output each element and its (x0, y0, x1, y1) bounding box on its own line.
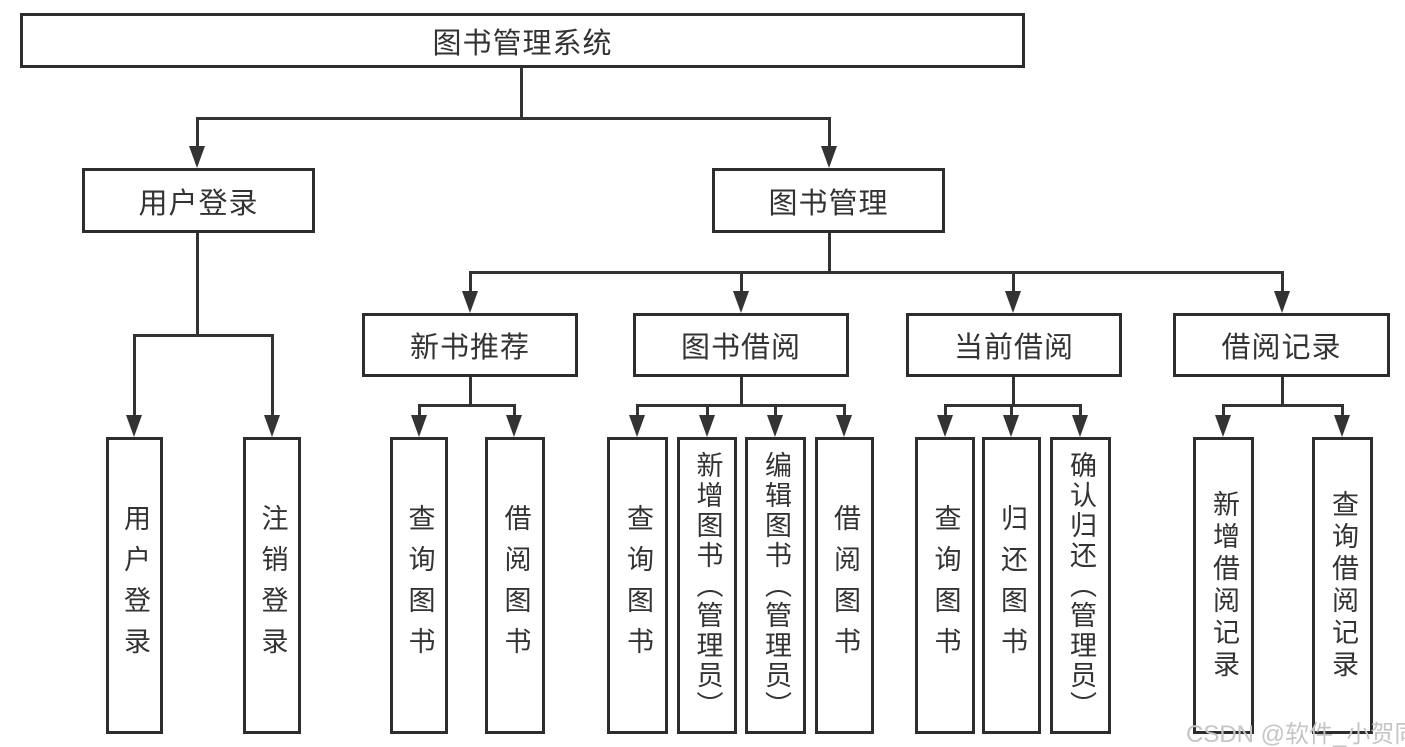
node-new-book-recommend-label: 新书推荐 (409, 332, 530, 364)
leaf-return-book-label: 归还图书 (997, 503, 1027, 668)
connector-line (636, 404, 639, 417)
connector-line (740, 271, 743, 293)
leaf-add-book-admin-label: 新增图书（管理员） (692, 450, 723, 721)
connector-line (636, 404, 846, 407)
arrow-down-icon (937, 415, 953, 437)
leaf-edit-book-admin-label: 编辑图书（管理员） (761, 450, 791, 721)
leaf-confirm-return-admin: 确认归还（管理员） (1050, 437, 1111, 734)
arrow-down-icon (767, 415, 783, 437)
connector-line (1012, 377, 1015, 407)
connector-line (513, 404, 516, 417)
node-borrow-record-label: 借阅记录 (1221, 332, 1342, 364)
leaf-query-borrow-record: 查询借阅记录 (1312, 437, 1373, 734)
arrow-down-icon (821, 146, 837, 168)
arrow-down-icon (733, 291, 749, 313)
leaf-query-book-1: 查询图书 (390, 437, 448, 734)
connector-line (520, 67, 523, 119)
connector-line (1281, 377, 1284, 407)
arrow-down-icon (126, 415, 142, 437)
leaf-borrow-book-2-label: 借阅图书 (830, 503, 860, 668)
leaf-query-book-2: 查询图书 (607, 437, 668, 734)
arrow-down-icon (1003, 415, 1019, 437)
node-new-book-recommend: 新书推荐 (362, 313, 578, 377)
connector-line (196, 117, 199, 148)
connector-line (1079, 404, 1082, 417)
arrow-down-icon (629, 415, 645, 437)
connector-line (843, 404, 846, 417)
node-book-management-label: 图书管理 (768, 187, 889, 220)
node-book-management: 图书管理 (712, 168, 945, 233)
leaf-query-borrow-record-label: 查询借阅记录 (1328, 489, 1358, 682)
node-book-borrow: 图书借阅 (633, 313, 849, 377)
arrow-down-icon (411, 415, 427, 437)
connector-line (706, 404, 709, 417)
connector-line (469, 377, 472, 407)
connector-line (196, 233, 199, 337)
node-root-label: 图书管理系统 (432, 27, 613, 60)
arrow-down-icon (506, 415, 522, 437)
leaf-logout-label: 注销登录 (257, 503, 288, 668)
node-root: 图书管理系统 (20, 13, 1025, 68)
leaf-query-book-1-label: 查询图书 (404, 503, 435, 668)
connector-line (418, 404, 421, 417)
leaf-edit-book-admin: 编辑图书（管理员） (745, 437, 806, 734)
node-book-borrow-label: 图书借阅 (680, 332, 801, 364)
node-user-login: 用户登录 (82, 168, 315, 233)
arrow-down-icon (189, 146, 205, 168)
leaf-query-book-3-label: 查询图书 (930, 503, 961, 668)
connector-line (271, 334, 274, 417)
node-borrow-record: 借阅记录 (1173, 313, 1390, 377)
arrow-down-icon (699, 415, 715, 437)
node-user-login-label: 用户登录 (138, 187, 259, 220)
leaf-add-book-admin: 新增图书（管理员） (677, 437, 737, 734)
connector-line (1222, 404, 1343, 407)
leaf-add-borrow-record: 新增借阅记录 (1193, 437, 1254, 734)
connector-line (418, 404, 516, 407)
leaf-user-login: 用户登录 (106, 437, 163, 734)
connector-line (1012, 271, 1015, 293)
leaf-logout: 注销登录 (243, 437, 301, 734)
connector-line (469, 271, 472, 293)
connector-line (196, 117, 831, 120)
arrow-down-icon (1072, 415, 1088, 437)
connector-line (944, 404, 947, 417)
connector-line (740, 377, 743, 407)
leaf-return-book: 归还图书 (982, 437, 1041, 734)
connector-line (133, 334, 136, 417)
connector-line (1281, 271, 1284, 293)
leaf-query-book-3: 查询图书 (915, 437, 975, 734)
arrow-down-icon (1005, 291, 1021, 313)
leaf-confirm-return-admin-label: 确认归还（管理员） (1066, 450, 1096, 721)
connector-line (1222, 404, 1225, 417)
leaf-query-book-2-label: 查询图书 (623, 503, 653, 668)
connector-line (774, 404, 777, 417)
leaf-user-login-label: 用户登录 (120, 503, 150, 668)
arrow-down-icon (462, 291, 478, 313)
leaf-borrow-book-1: 借阅图书 (485, 437, 545, 734)
connector-line (1341, 404, 1344, 417)
arrow-down-icon (1215, 415, 1231, 437)
leaf-borrow-book-2: 借阅图书 (815, 437, 874, 734)
arrow-down-icon (1274, 291, 1290, 313)
connector-line (1010, 404, 1013, 417)
node-current-borrow: 当前借阅 (906, 313, 1122, 377)
node-current-borrow-label: 当前借阅 (953, 332, 1074, 364)
arrow-down-icon (264, 415, 280, 437)
leaf-borrow-book-1-label: 借阅图书 (500, 503, 531, 668)
connector-line (828, 117, 831, 148)
connector-line (133, 334, 274, 337)
arrow-down-icon (1334, 415, 1350, 437)
leaf-add-borrow-record-label: 新增借阅记录 (1209, 489, 1239, 682)
csdn-watermark: CSDN @软件_小贺同学 (1186, 721, 1405, 747)
arrow-down-icon (836, 415, 852, 437)
connector-line (828, 233, 831, 274)
connector-line (469, 271, 1283, 274)
